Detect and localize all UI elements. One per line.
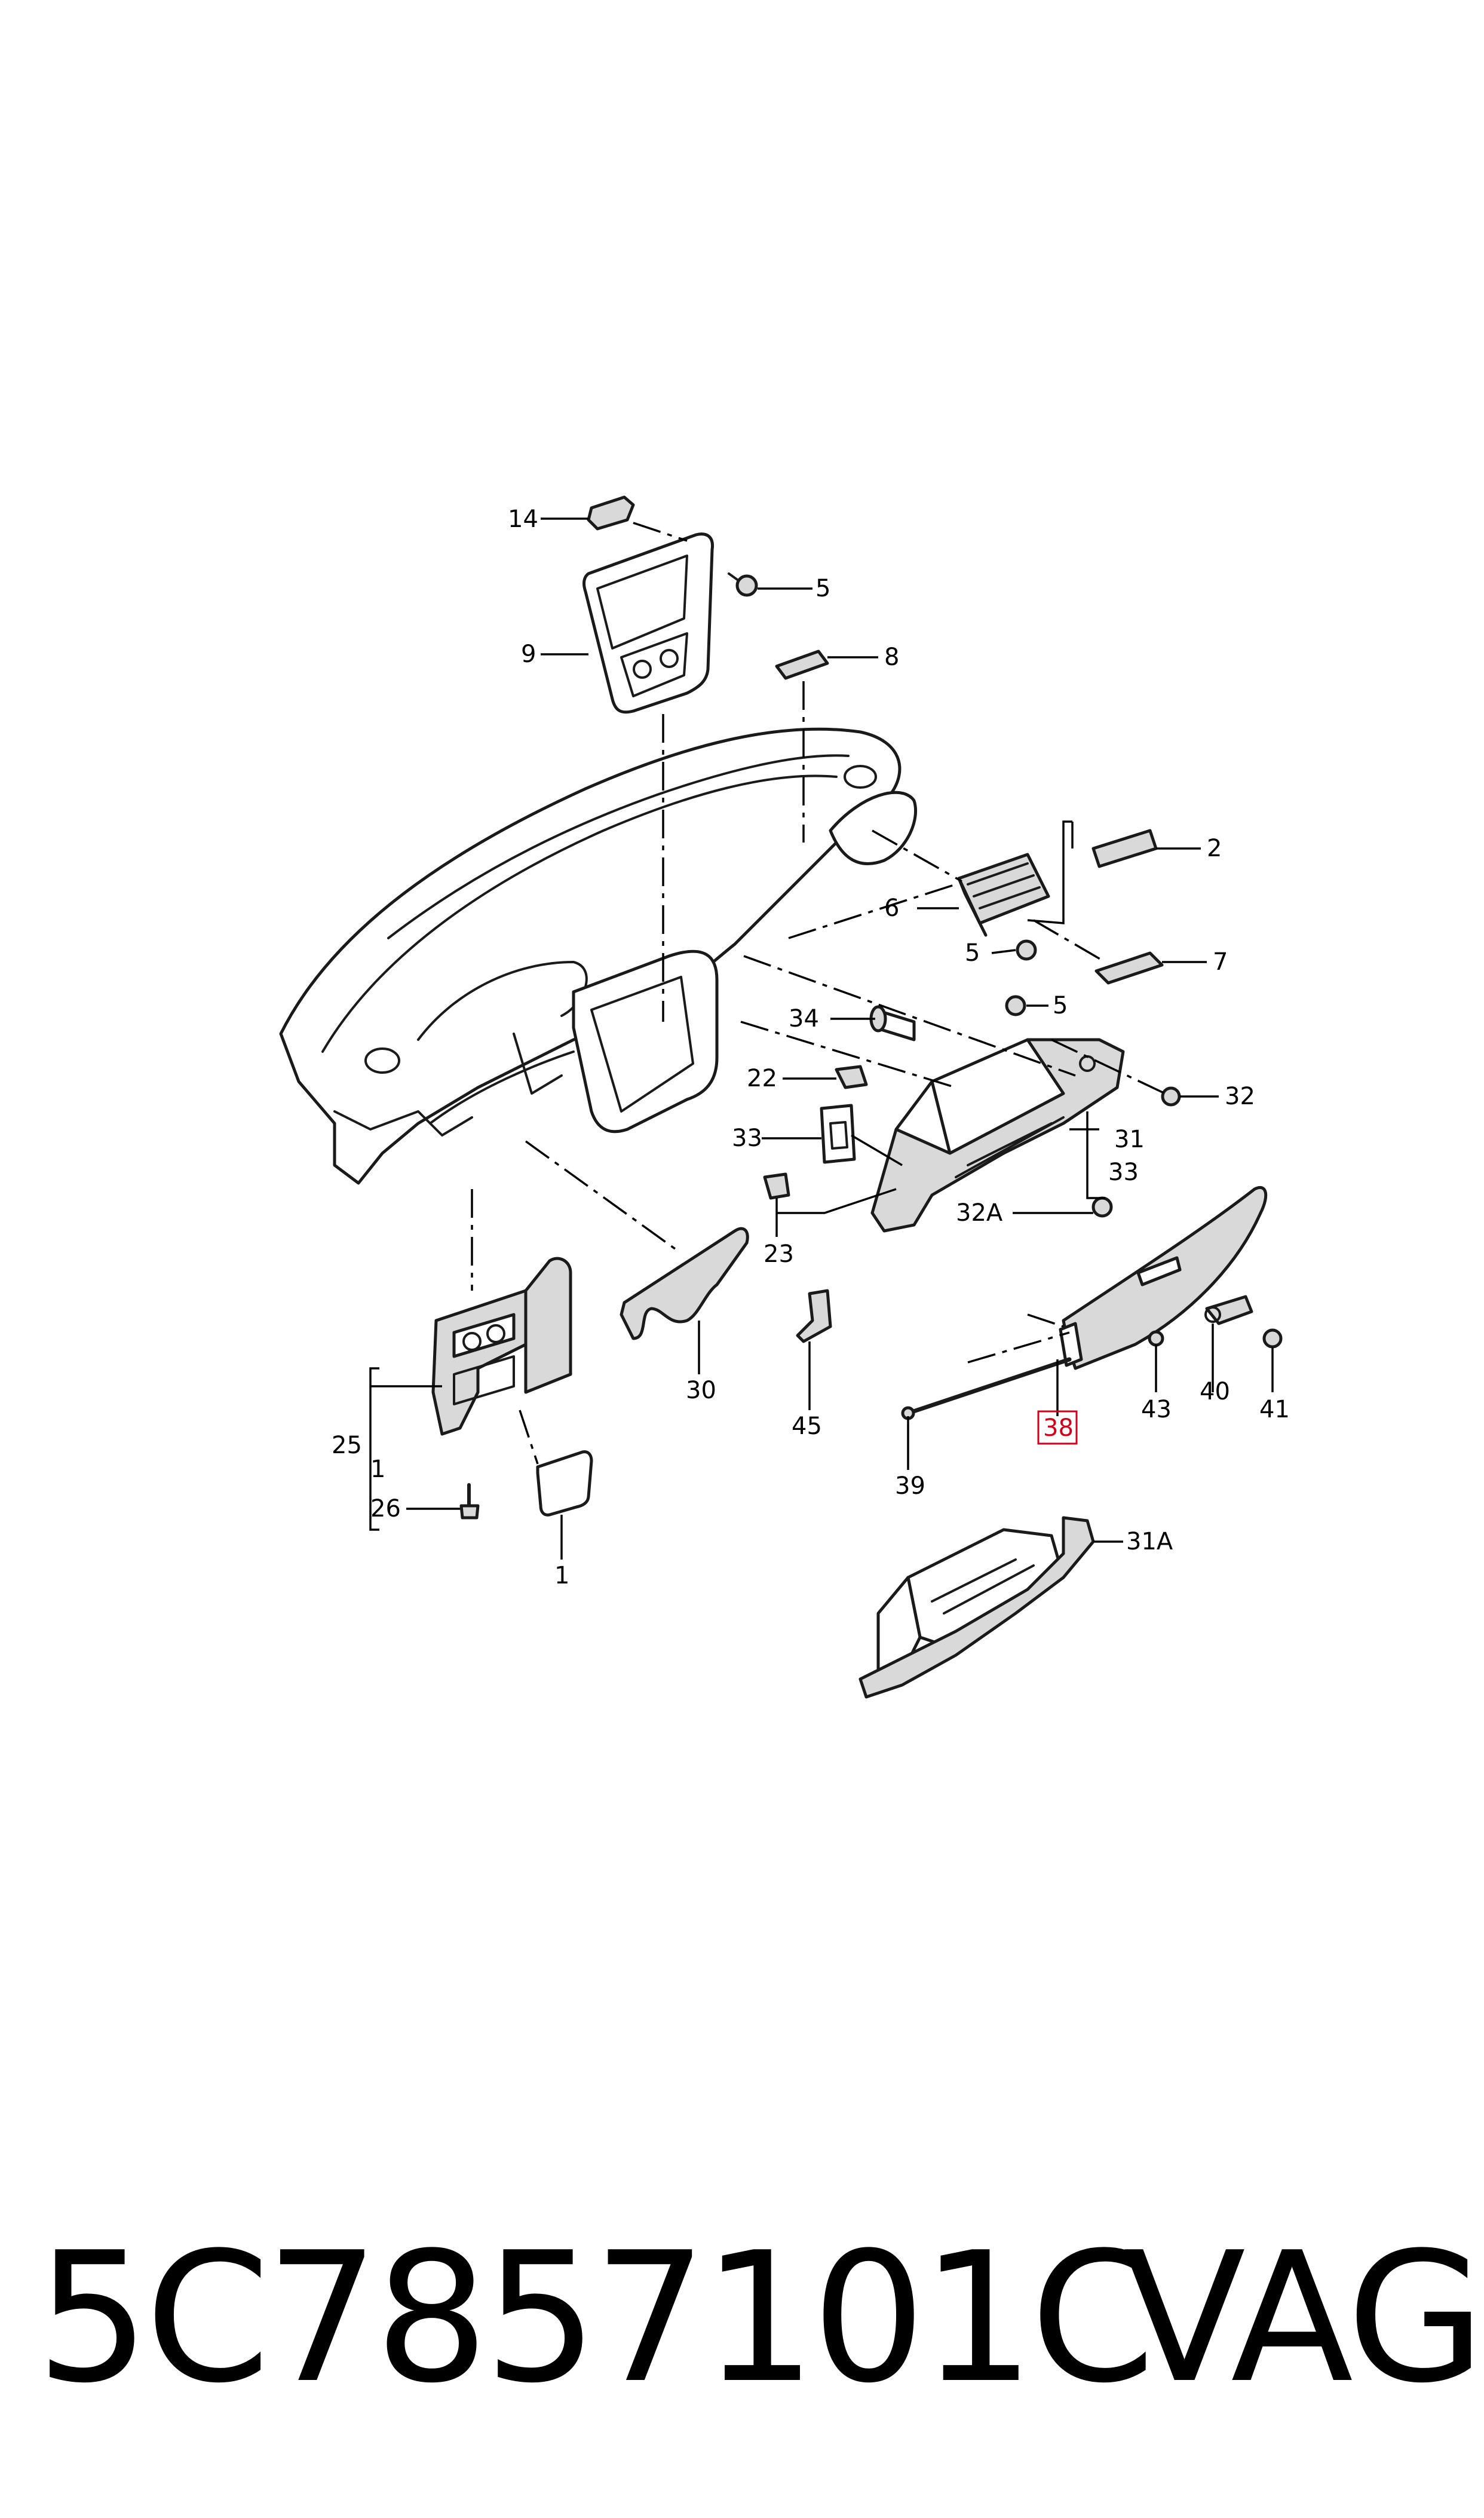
part-40-latch [1204,1295,1253,1325]
callout-1: 1 [370,1456,385,1483]
callout-23: 23 [764,1240,794,1268]
part-43-screw [1148,1330,1164,1347]
callout-2: 2 [1207,835,1222,862]
callout-22: 22 [747,1065,777,1092]
part-7-pad [1094,951,1164,985]
callout-39: 39 [895,1472,925,1500]
part-8-pad [775,650,829,680]
part-9-center-trim-frame [582,532,715,714]
part-31-glovebox [870,1038,1125,1233]
callout-33: 33 [1108,1159,1139,1186]
part-23-clip [763,1172,790,1200]
callout-1: 1 [554,1562,569,1589]
part-34-pin [869,1005,916,1041]
part-26-screw [459,1483,480,1520]
footer-caption: 5C7857101C VAG [0,2211,1484,2438]
callout-14: 14 [508,506,538,533]
callout-5: 5 [815,575,830,602]
callout-40: 40 [1200,1378,1230,1405]
part-1-cover [536,1450,593,1517]
callout-labels: 14 5 9 8 2 6 5 7 5 34 22 32 33 33 31 32A… [332,506,1290,1589]
assembly-lines [471,522,1166,1465]
callout-41: 41 [1259,1396,1290,1423]
callout-45: 45 [792,1413,822,1440]
part-30-knee-trim [620,1227,749,1340]
part-25-console [431,1257,572,1436]
callout-8: 8 [884,644,899,671]
dashboard-panel [279,727,918,1185]
callout-34: 34 [789,1005,819,1033]
callout-9: 9 [521,641,536,668]
part-22-clip [835,1065,868,1089]
callout-26: 26 [370,1495,401,1523]
part-32-screw [1161,1086,1181,1107]
leader-lines [369,517,1274,1560]
callout-33: 33 [732,1125,762,1152]
callout-31: 31 [1114,1126,1145,1153]
callout-6: 6 [884,895,899,922]
callout-30: 30 [686,1377,716,1404]
part-14-clip [587,495,635,531]
part-39-rod [901,1357,1072,1420]
part-6-vent-housing [957,853,1050,937]
part-32A-nut [1091,1196,1113,1218]
part-5-screw-right [1005,995,1026,1016]
callout-43: 43 [1141,1396,1172,1423]
callout-32: 32 [1225,1083,1255,1110]
callout-31A: 31A [1126,1528,1173,1555]
part-number: 5C7857101C [36,2214,1155,2422]
part-41-clip [1262,1328,1283,1349]
part-5-screw-top [728,572,758,597]
part-38-glovebox-lid [1059,1186,1268,1370]
callout-5: 5 [965,939,980,967]
callout-38: 38 [1043,1414,1074,1442]
part-5-screw-mid [1016,939,1037,961]
highlight-box-38 [1037,1410,1078,1445]
callout-32A: 32A [956,1199,1003,1227]
part-2-pad [1091,829,1158,868]
part-45-switch [796,1289,832,1343]
callout-7: 7 [1213,948,1228,976]
brand-name: VAG [1123,2214,1484,2422]
callout-5: 5 [1053,992,1068,1019]
part-31A-glovebox-shell [858,1516,1095,1699]
callout-25: 25 [332,1432,362,1459]
part-33-bracket [820,1104,856,1164]
